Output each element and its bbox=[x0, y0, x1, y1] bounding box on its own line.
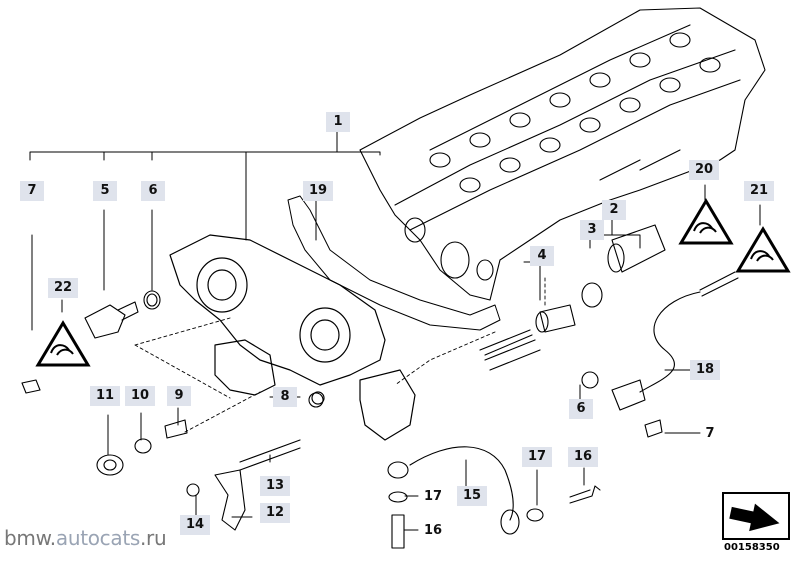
gasket bbox=[287, 195, 501, 331]
warning-triangle-icon bbox=[735, 226, 791, 273]
part-label-7[interactable]: 7 bbox=[20, 181, 44, 201]
warning-triangle-icon bbox=[35, 320, 91, 367]
leader-lines bbox=[29, 131, 761, 531]
part-label-4[interactable]: 4 bbox=[530, 246, 554, 266]
part-label-10[interactable]: 10 bbox=[125, 386, 156, 406]
part-label-14[interactable]: 14 bbox=[180, 515, 211, 535]
cylinder-head bbox=[359, 7, 766, 301]
part-label-6[interactable]: 6 bbox=[569, 399, 593, 419]
part-label-1[interactable]: 1 bbox=[326, 112, 350, 132]
part-label-16[interactable]: 16 bbox=[424, 523, 443, 538]
part-label-12[interactable]: 12 bbox=[260, 503, 291, 523]
part-label-11[interactable]: 11 bbox=[90, 386, 121, 406]
watermark-suffix: .ru bbox=[139, 526, 167, 550]
warning-triangle-icon bbox=[678, 198, 734, 245]
part-label-2[interactable]: 2 bbox=[602, 200, 626, 220]
part-label-17[interactable]: 17 bbox=[522, 447, 553, 467]
part-label-9[interactable]: 9 bbox=[167, 386, 191, 406]
part-label-20[interactable]: 20 bbox=[689, 160, 720, 180]
part-label-7[interactable]: 7 bbox=[705, 426, 715, 441]
part-label-17[interactable]: 17 bbox=[424, 489, 443, 504]
part-label-16[interactable]: 16 bbox=[568, 447, 599, 467]
assembly-guides bbox=[134, 274, 546, 433]
next-page-arrow-icon[interactable] bbox=[722, 492, 790, 540]
part-label-8[interactable]: 8 bbox=[273, 387, 297, 407]
small-parts bbox=[21, 224, 739, 549]
part-label-21[interactable]: 21 bbox=[744, 181, 775, 201]
part-label-18[interactable]: 18 bbox=[690, 360, 721, 380]
part-label-5[interactable]: 5 bbox=[93, 181, 117, 201]
watermark: bmw.autocats.ru bbox=[4, 526, 167, 550]
camshaft-bearings bbox=[429, 32, 721, 193]
diagram-reference-number: 00158350 bbox=[724, 542, 780, 553]
part-label-13[interactable]: 13 bbox=[260, 476, 291, 496]
watermark-site: autocats bbox=[55, 526, 140, 550]
vanos-unit bbox=[169, 234, 416, 441]
part-label-3[interactable]: 3 bbox=[580, 220, 604, 240]
part-label-15[interactable]: 15 bbox=[457, 486, 488, 506]
part-label-6[interactable]: 6 bbox=[141, 181, 165, 201]
part-label-19[interactable]: 19 bbox=[303, 181, 334, 201]
watermark-prefix: bmw. bbox=[4, 526, 56, 550]
part-label-22[interactable]: 22 bbox=[48, 278, 79, 298]
